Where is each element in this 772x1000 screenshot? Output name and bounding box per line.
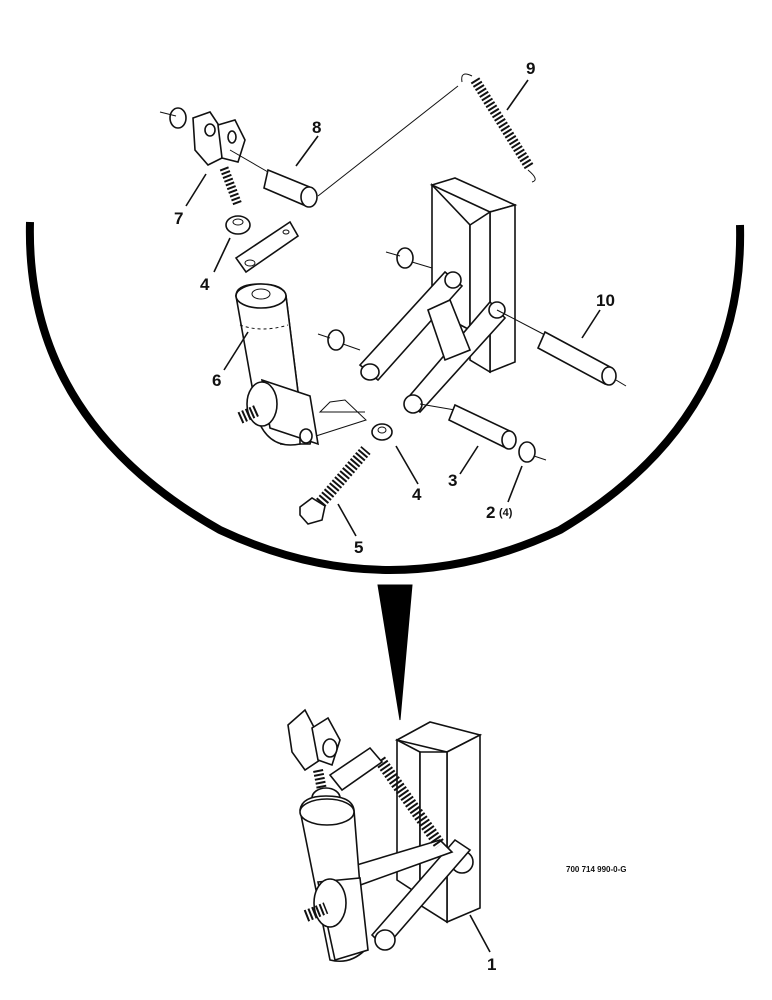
callout-3: 3 [448,471,457,490]
pivot-arms [358,270,507,414]
clevis-part-7 [192,111,246,207]
pin-part-8 [229,149,318,208]
spring-to-plate-line [317,85,459,197]
callout-10: 10 [596,291,615,310]
detail-bowl-outline [25,221,745,721]
callout-leaders [185,79,601,537]
callout-6: 6 [212,371,221,390]
callout-4-lower: 4 [412,485,422,504]
callout-8: 8 [312,118,321,137]
cylinder-part-6 [235,283,320,446]
spring-bracket-plate [234,220,300,274]
spring-part-9 [461,73,536,183]
washers-part-2 [317,247,547,463]
callout-1: 1 [487,955,496,974]
nut-part-4-lower [315,399,393,441]
short-pin-part-3 [419,403,517,450]
callout-9: 9 [526,59,535,78]
washer-part-upper-left [169,107,187,129]
callout-7: 7 [174,209,183,228]
callout-4-upper: 4 [200,275,210,294]
callout-5: 5 [354,538,363,557]
assembled-view [287,708,491,963]
long-pin-part-10 [496,309,627,387]
nut-part-4-upper [225,215,251,235]
callout-2-quantity: (4) [499,507,513,519]
callout-2: 2 [486,503,495,522]
drawing-number: 700 714 990-0-G [566,865,627,874]
bolt-part-5 [299,446,371,525]
